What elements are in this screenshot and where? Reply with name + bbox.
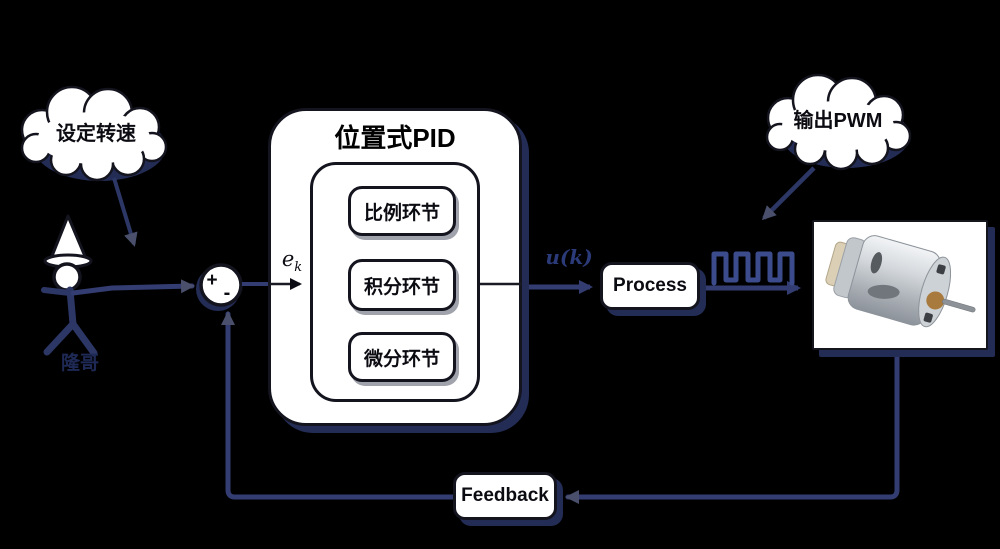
block-derivative-label: 微分环节	[363, 348, 440, 370]
dc-motor-icon	[825, 235, 976, 328]
summing-junction-circle	[196, 263, 243, 311]
output-pwm-cloud	[761, 73, 912, 221]
block-derivative: 微分环节	[348, 332, 456, 382]
block-integral: 积分环节	[348, 259, 456, 311]
output-pwm-cloud-label: 输出PWM	[793, 110, 883, 132]
pid-title: 位置式PID	[334, 123, 456, 153]
plus-sign: +	[206, 270, 218, 291]
person-name-label: 隆哥	[60, 353, 99, 374]
feedback-box: Feedback	[453, 472, 557, 520]
stick-figure-icon	[41, 214, 98, 357]
control-signal-label: u(k)	[545, 245, 593, 269]
setpoint-cloud	[20, 85, 168, 247]
pwm-waveform-icon	[711, 251, 795, 286]
output-pwm-pointer-line	[761, 166, 816, 221]
block-integral-label: 积分环节	[363, 276, 440, 298]
block-proportional-label: 比例环节	[363, 202, 440, 224]
minus-sign: -	[223, 282, 231, 304]
motor-photo-frame	[812, 220, 988, 350]
process-box: Process	[600, 262, 700, 310]
motor-to-feedback-line	[565, 347, 900, 504]
setpoint-cloud-label: 设定转速	[56, 123, 136, 145]
feedback-label: Feedback	[461, 485, 549, 506]
setpoint-to-sum-line	[70, 279, 195, 296]
error-signal-label: ek	[281, 247, 303, 276]
feedback-to-sum-line	[221, 311, 456, 500]
process-label: Process	[613, 275, 687, 296]
setpoint-arrow	[112, 177, 138, 247]
block-proportional: 比例环节	[348, 186, 456, 236]
